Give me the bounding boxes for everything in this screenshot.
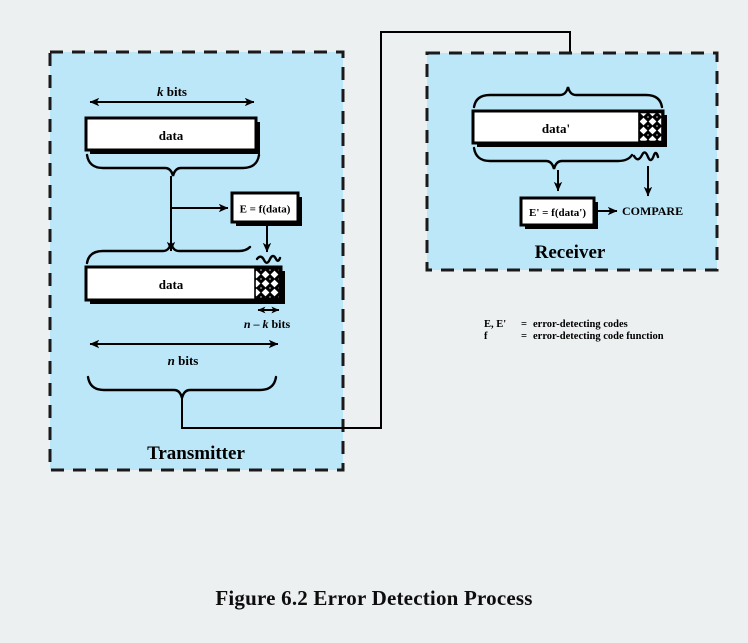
transmitter-function-box bbox=[230, 191, 300, 224]
legend-line-1-eq: = bbox=[521, 319, 527, 330]
transmitter-function-block: E = f(data) bbox=[230, 191, 302, 226]
receiver-panel-border bbox=[425, 51, 719, 272]
legend-line-1-term: E, E' bbox=[484, 319, 506, 330]
transmitter-frame-block: data bbox=[84, 265, 285, 304]
nk-bits-dimension: n – k bits bbox=[244, 306, 291, 331]
receiver-function-box bbox=[519, 196, 596, 227]
n-bits-dimension: n bits bbox=[89, 339, 279, 368]
legend-line-2-term: f bbox=[484, 331, 488, 342]
figure-caption-text: Figure 6.2 Error Detection Process bbox=[215, 586, 533, 610]
k-bits-dimension: k bits bbox=[89, 84, 255, 107]
transmitter-panel-border bbox=[48, 50, 345, 472]
compare-label: COMPARE bbox=[622, 204, 683, 218]
receiver-title: Receiver bbox=[535, 242, 606, 263]
checkered-block-icon-receiver bbox=[639, 112, 662, 142]
legend-line-1-def: error-detecting codes bbox=[533, 319, 628, 330]
transmitter-panel-fill bbox=[50, 52, 343, 470]
transmitter-frame-box bbox=[84, 265, 283, 302]
nk-bits-label: n – k bits bbox=[244, 317, 291, 331]
transmitter-data-box bbox=[84, 116, 258, 152]
figure-caption: Figure 6.2 Error Detection Process bbox=[0, 586, 748, 611]
transmitter-panel bbox=[48, 50, 345, 472]
receiver-data-block: data' bbox=[471, 109, 667, 147]
transmitter-data-block: data bbox=[84, 116, 260, 154]
curly-brace-icon-receiver-top bbox=[472, 86, 664, 109]
transmitter-data-label: data bbox=[159, 128, 184, 143]
zigzag-brace-edc bbox=[255, 254, 282, 264]
k-bits-label-symbol: k bbox=[157, 84, 164, 99]
legend-line-2-def: error-detecting code function bbox=[533, 331, 664, 342]
transmission-path-line bbox=[181, 31, 575, 429]
zigzag-brace-receiver-edc bbox=[632, 151, 660, 162]
curly-brace-icon-top bbox=[85, 153, 261, 177]
transmitter-title: Transmitter bbox=[147, 443, 245, 464]
receiver-data-box bbox=[471, 109, 665, 145]
n-bits-label: n bits bbox=[168, 353, 199, 368]
receiver-function-label: E' = f(data') bbox=[529, 207, 586, 219]
receiver-data-label: data' bbox=[542, 121, 570, 136]
legend: E, E' = error-detecting codes f = error-… bbox=[484, 319, 664, 342]
k-bits-label: k bits bbox=[157, 84, 187, 99]
checkered-block-border-receiver bbox=[638, 111, 663, 143]
checkered-block-icon-transmitter bbox=[255, 268, 280, 299]
curly-brace-icon-frame bbox=[85, 242, 252, 265]
transmitter-function-label: E = f(data) bbox=[240, 204, 291, 216]
receiver-function-block: E' = f(data') bbox=[519, 196, 598, 229]
checkered-block-border bbox=[254, 267, 281, 300]
legend-line-2-eq: = bbox=[521, 331, 527, 342]
transmitter-frame-label: data bbox=[159, 277, 184, 292]
curly-brace-icon-receiver-bottom bbox=[472, 146, 634, 170]
